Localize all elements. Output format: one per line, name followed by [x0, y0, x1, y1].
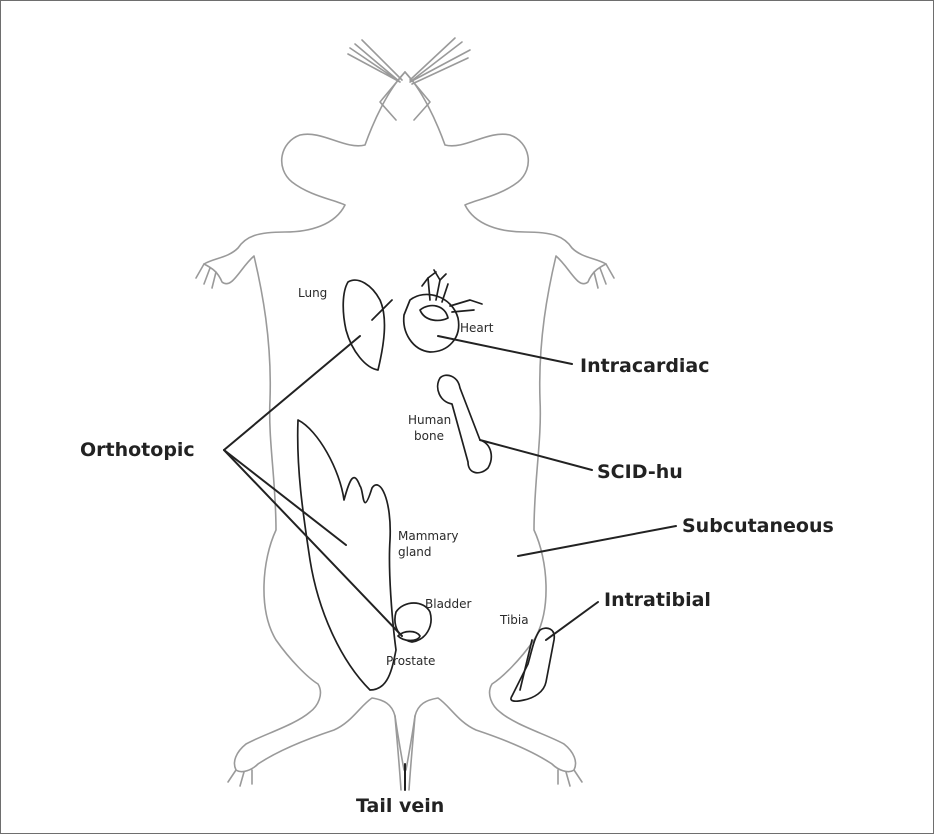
orthotopic-pointer-lung: [224, 336, 360, 450]
human-bone-label-line2: bone: [414, 429, 444, 443]
lung-label: Lung: [298, 286, 327, 300]
subcutaneous-pointer: [518, 526, 676, 556]
tibia-label: Tibia: [499, 613, 529, 627]
scid-hu-pointer: [480, 440, 592, 470]
scid-hu-label: SCID-hu: [597, 461, 683, 483]
bladder-label: Bladder: [425, 597, 472, 611]
mammary-gland-organ: [298, 420, 396, 690]
subcutaneous-label: Subcutaneous: [682, 515, 834, 537]
intracardiac-pointer: [438, 336, 572, 364]
prostate-label: Prostate: [386, 654, 435, 668]
intratibial-pointer: [546, 602, 598, 640]
orthotopic-label: Orthotopic: [80, 439, 195, 461]
intracardiac-label: Intracardiac: [580, 355, 710, 377]
paws: [196, 264, 614, 786]
mammary-label-line2: gland: [398, 545, 432, 559]
mouse-outline: [196, 38, 614, 790]
human-bone-label-line1: Human: [408, 413, 451, 427]
lung-organ: [343, 280, 392, 370]
heart-label: Heart: [460, 321, 494, 335]
intratibial-label: Intratibial: [604, 589, 711, 611]
heart-organ: [404, 270, 482, 352]
mammary-label-line1: Mammary: [398, 529, 458, 543]
tail-vein-label: Tail vein: [356, 795, 444, 817]
